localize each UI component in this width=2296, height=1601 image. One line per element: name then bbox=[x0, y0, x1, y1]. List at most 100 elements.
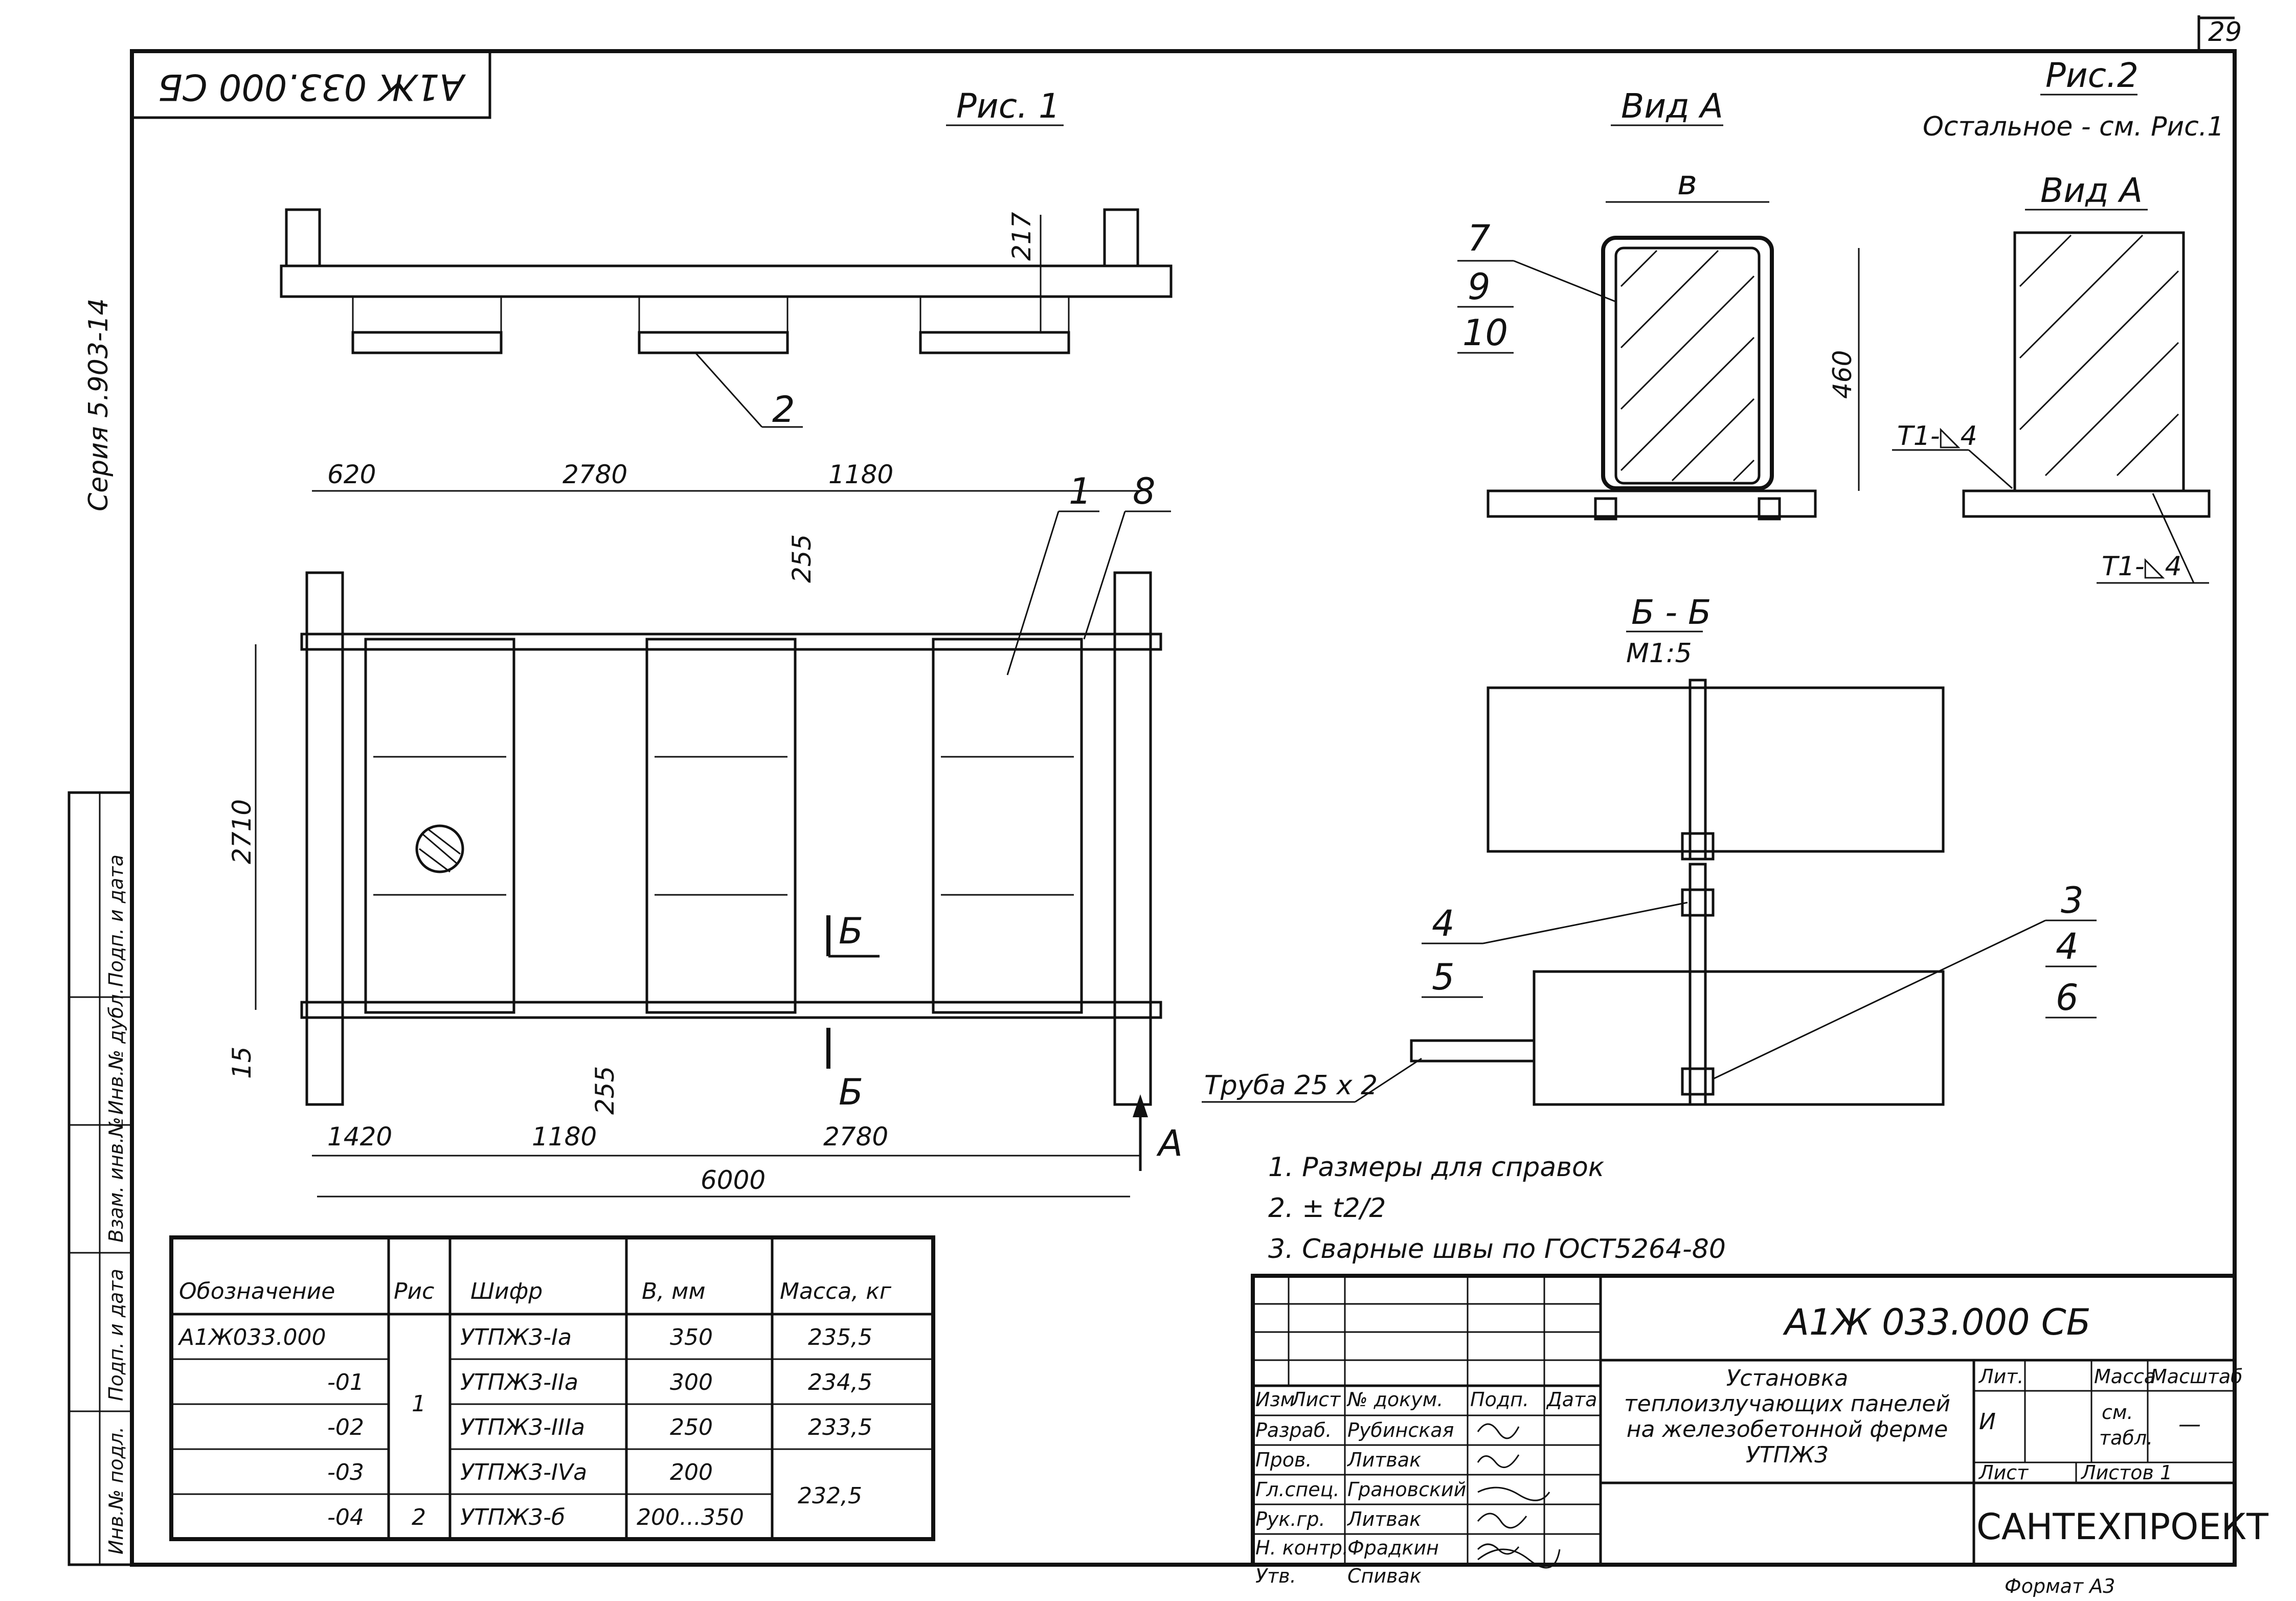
fig1-pos-2: 2 bbox=[772, 389, 795, 431]
dim-2780-top: 2780 bbox=[562, 460, 627, 489]
strip-podp-data-1: Подп. и дата bbox=[105, 1269, 127, 1401]
fig2: Рис.2 Остальное - см. Рис.1 Вид А Т1-◺4 … bbox=[1892, 56, 2224, 584]
dim-255-bottom: 255 bbox=[590, 1066, 620, 1115]
spec-row-2-code: -02 bbox=[327, 1414, 364, 1440]
spec-row-1-fig: 1 bbox=[412, 1391, 426, 1417]
view-a-title: Вид А bbox=[1621, 86, 1723, 126]
section-mark-top: Б bbox=[839, 910, 863, 952]
spec-header-code: Обозначение bbox=[179, 1278, 335, 1304]
fig1-elevation: 217 2 bbox=[280, 208, 1173, 431]
spec-row-0-cipher: УТПЖ3-Iа bbox=[460, 1324, 572, 1350]
dim-1180-top: 1180 bbox=[828, 460, 893, 489]
tb-role-glspec: Гл.спец. bbox=[1255, 1478, 1340, 1501]
spec-row-0-mass: 235,5 bbox=[808, 1324, 872, 1350]
tb-name-utv: Спивак bbox=[1347, 1565, 1422, 1587]
view-a-pos-10: 10 bbox=[1462, 312, 1508, 354]
section-mark-bottom: Б bbox=[839, 1071, 863, 1113]
tb-header-izm: Изм bbox=[1255, 1388, 1295, 1411]
spec-header-cipher: Шифр bbox=[470, 1278, 543, 1304]
dim-217: 217 bbox=[1007, 212, 1037, 261]
tb-role-utv: Утв. bbox=[1255, 1565, 1296, 1587]
tb-header-list: Лист bbox=[1290, 1388, 1341, 1411]
dim-620: 620 bbox=[327, 460, 376, 489]
section-bb-pos-4-left: 4 bbox=[1432, 903, 1455, 944]
fig1: Рис. 1 217 2 bbox=[227, 86, 1183, 1198]
tb-role-nkontr: Н. контр. bbox=[1255, 1537, 1348, 1559]
strip-inv-dubl: Инв.№ дубл. bbox=[105, 988, 127, 1115]
fig1-plan: 620 2780 1180 255 2710 15 255 1420 1180 … bbox=[227, 460, 1183, 1198]
tb-format: Формат А3 bbox=[2005, 1575, 2115, 1597]
spec-row-0-b: 350 bbox=[670, 1324, 713, 1350]
tb-header-podp: Подп. bbox=[1470, 1388, 1529, 1411]
title-block: А1Ж 033.000 СБ Установка теплоизлучающих… bbox=[1251, 1274, 2268, 1597]
tb-name-glspec: Грановский bbox=[1347, 1478, 1466, 1501]
tb-org: САНТЕХПРОЕКТ bbox=[1976, 1506, 2268, 1548]
title-block-doc-code: А1Ж 033.000 СБ bbox=[1783, 1301, 2091, 1343]
tb-scale-label: Масштаб bbox=[2150, 1365, 2243, 1388]
tb-mass-value-2: табл. bbox=[2099, 1427, 2153, 1449]
section-bb-pos-5: 5 bbox=[1432, 956, 1455, 998]
left-strip: Инв.№ подл. Подп. и дата Взам. инв.№ Инв… bbox=[67, 791, 133, 1566]
tb-sheets-label: Листов 1 bbox=[2080, 1461, 2172, 1484]
note-2: 2. ± t2/2 bbox=[1268, 1193, 1386, 1224]
spec-header-fig: Рис bbox=[394, 1278, 434, 1304]
section-bb-scale: М1:5 bbox=[1626, 638, 1692, 669]
section-bb: Б - Б М1:5 4 5 3 4 6 Труба 25 х 2 bbox=[1202, 593, 2097, 1106]
tb-lit-value: И bbox=[1979, 1409, 1996, 1435]
view-a-dim-460: 460 bbox=[1828, 350, 1857, 399]
dim-15: 15 bbox=[227, 1046, 257, 1079]
tb-role-rukgr: Рук.гр. bbox=[1255, 1508, 1325, 1530]
spec-row-0-code: А1Ж033.000 bbox=[177, 1324, 326, 1350]
tb-lit-label: Лит. bbox=[1978, 1365, 2024, 1388]
top-stamp-text: А1Ж 033.000 СБ bbox=[158, 66, 466, 108]
spec-row-2-cipher: УТПЖ3-IIIа bbox=[460, 1414, 585, 1440]
dim-2710: 2710 bbox=[227, 799, 257, 864]
note-3: 3. Сварные швы по ГОСТ5264-80 bbox=[1268, 1234, 1726, 1265]
spec-header-b: В, мм bbox=[642, 1278, 706, 1304]
fig2-title: Рис.2 bbox=[2045, 56, 2139, 95]
title-line-3: на железобетонной ферме bbox=[1627, 1416, 1948, 1442]
spec-row-3-cipher: УТПЖ3-IVа bbox=[460, 1459, 587, 1485]
dim-1420: 1420 bbox=[327, 1122, 392, 1152]
spec-header-mass: Масса, кг bbox=[780, 1278, 892, 1304]
title-line-4: УТПЖ3 bbox=[1746, 1442, 1829, 1468]
spec-table: Обозначение Рис Шифр В, мм Масса, кг А1Ж… bbox=[169, 1235, 935, 1541]
spec-row-4-code: -04 bbox=[327, 1504, 364, 1530]
spec-row-1-code: -01 bbox=[327, 1369, 364, 1395]
spec-row-2-b: 250 bbox=[670, 1414, 713, 1440]
dim-2780-bottom: 2780 bbox=[823, 1122, 888, 1152]
tb-role-razrab: Разраб. bbox=[1255, 1419, 1332, 1441]
view-arrow-a: А bbox=[1156, 1122, 1183, 1164]
tb-role-prov: Пров. bbox=[1255, 1449, 1312, 1471]
tb-mass-label: Масса bbox=[2094, 1365, 2156, 1388]
fig2-subtitle: Остальное - см. Рис.1 bbox=[1923, 111, 2224, 142]
dim-1180-bottom: 1180 bbox=[532, 1122, 597, 1152]
spec-row-3-code: -03 bbox=[327, 1459, 364, 1485]
strip-vzam-inv: Взам. инв.№ bbox=[105, 1117, 127, 1243]
view-a-pos-9: 9 bbox=[1468, 266, 1491, 308]
spec-row-2-mass: 233,5 bbox=[808, 1414, 872, 1440]
view-a-dim-b: в bbox=[1677, 163, 1697, 202]
section-bb-pos-4-right: 4 bbox=[2056, 926, 2079, 967]
section-bb-pos-6: 6 bbox=[2056, 977, 2079, 1019]
dim-6000: 6000 bbox=[701, 1165, 766, 1195]
series-label: Серия 5.903-14 bbox=[83, 298, 114, 511]
title-line-2: теплоизлучающих панелей bbox=[1624, 1391, 1950, 1417]
tb-header-doc: № докум. bbox=[1346, 1388, 1443, 1411]
section-bb-pos-3: 3 bbox=[2061, 880, 2084, 921]
fig2-weld-bottom: Т1-◺4 bbox=[2102, 551, 2182, 582]
spec-row-4-cipher: УТПЖ3-б bbox=[460, 1504, 565, 1530]
spec-row-1-b: 300 bbox=[670, 1369, 713, 1395]
page-number: 29 bbox=[2208, 17, 2242, 48]
section-bb-title: Б - Б bbox=[1631, 593, 1711, 632]
view-a: Вид А в 460 7 9 10 bbox=[1457, 86, 1860, 521]
spec-row-1-cipher: УТПЖ3-IIа bbox=[460, 1369, 578, 1395]
fig2-view-title: Вид А bbox=[2040, 171, 2143, 210]
strip-inv-podl: Инв.№ подл. bbox=[105, 1427, 127, 1554]
dim-255-top: 255 bbox=[787, 534, 817, 583]
spec-row-3-mass: 232,5 bbox=[798, 1483, 862, 1509]
top-stamp: А1Ж 033.000 СБ bbox=[130, 50, 491, 119]
title-line-1: Установка bbox=[1726, 1365, 1849, 1391]
tb-mass-value-1: см. bbox=[2102, 1401, 2133, 1424]
